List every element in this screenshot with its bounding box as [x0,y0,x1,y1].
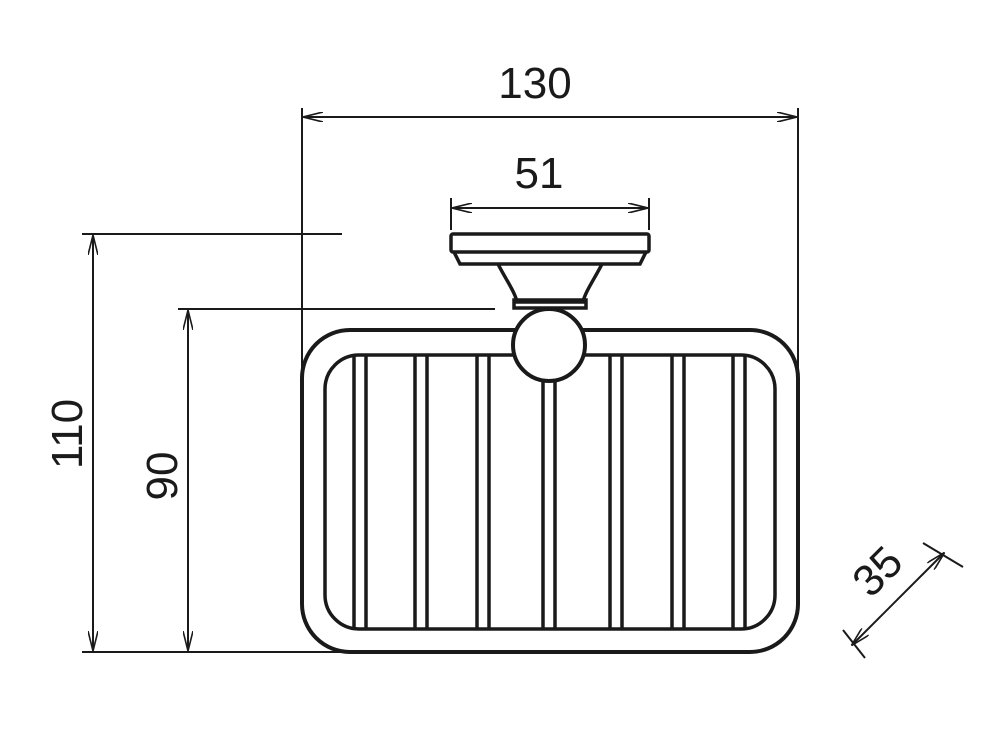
mount-plate-bevel [452,251,648,266]
basket-bars [352,356,747,629]
basket-inner-frame [323,353,777,631]
mount-neck [496,263,604,304]
dimension-overall-height [82,233,342,653]
ball-joint [511,307,587,383]
dimension-label-51: 51 [515,149,564,198]
mount-plate [449,232,651,254]
dimension-label-130: 130 [498,59,571,108]
dimension-label-90: 90 [138,452,187,501]
dimension-basket-height [178,308,495,650]
dimension-overall-width [301,108,799,370]
dimension-depth [842,542,964,659]
mount-collar [512,298,588,310]
soap-basket [300,232,800,654]
dimension-mount-width [450,198,650,230]
wall-mount [449,232,651,310]
dimension-label-110: 110 [43,399,92,469]
